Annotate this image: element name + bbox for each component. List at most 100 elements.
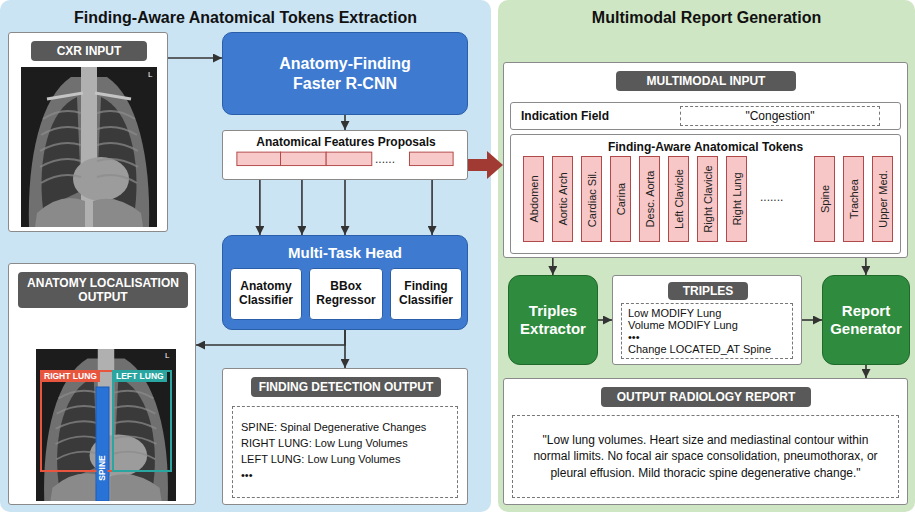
token-box: Abdomen [523,156,544,242]
flow-arrow [345,180,346,235]
connector-line [865,365,867,378]
node-text: SPINE: Spinal Degenerative Changes [241,420,426,436]
node-text: Change LOCATED_AT Spine [628,343,771,355]
flow-arrow [168,58,222,59]
token-box: Aortic Arch [552,156,573,242]
node-text: OUTPUT RADIOLOGY REPORT [601,387,811,407]
classifier-box: Anatomy Classifier [230,268,302,320]
node-text: Finding Classifier [394,280,458,308]
node-text: Indication Field [521,107,671,125]
node-text: Left Clavicle [673,169,685,229]
flow-arrow [552,258,553,275]
node-text: Abdomen [528,175,540,222]
node-text: ANATOMY LOCALISATION OUTPUT [18,272,188,308]
connector-line [344,115,346,130]
node-text: BBox Regressor [313,280,379,308]
token-box: Right Lung [726,156,747,242]
output-box: FINDING DETECTION OUTPUT SPINE: Spinal De… [222,368,468,505]
connector-line [259,180,261,235]
node-text: TRIPLES [668,282,748,300]
flow-arrow [432,180,433,235]
input-box: MULTIMODAL INPUT Indication Field "Congest… [503,62,908,258]
flow-arrow [196,330,345,345]
marker-letter: L [148,70,152,79]
node-text: Spine [819,185,831,213]
node-text: Triples Extractor [513,302,593,338]
node-text: Report Generator [827,302,905,338]
flow-arrow [865,258,866,275]
node-text: Upper Med. [877,170,889,227]
node-text: "Low lung volumes. Heart size and medias… [523,432,888,481]
extractor-box: Triples Extractor [508,275,598,365]
connector-line [301,180,303,235]
flow-arrow [802,320,822,321]
flow-arrow [345,115,346,130]
token-box: Trachea [843,156,864,242]
node-text: Right Lung [731,172,743,225]
connector-line [431,180,433,235]
node-text: FINDING DETECTION OUTPUT [251,377,441,397]
report-text: "Low lung volumes. Heart size and medias… [512,415,899,498]
node-text: Aortic Arch [557,172,569,225]
node-text: ••• [241,468,253,484]
connector-line [168,57,222,59]
node-text: LEFT LUNG: Low Lung Volumes [241,452,400,468]
output-box: OUTPUT RADIOLOGY REPORT "Low lung volumes… [503,378,908,505]
node-text: Anatomical Features Proposals [223,134,469,150]
ellipsis: ...... [375,152,395,166]
token-box: Left Clavicle [668,156,689,242]
node-text: Low MODIFY Lung [628,307,721,319]
proposal-box: Anatomical Features Proposals...... [222,130,468,180]
node-text: Desc. Aorta [644,171,656,228]
node-text: CXR INPUT [31,41,147,61]
token-box: Cardiac Sil. [581,156,602,242]
connector-line [344,180,346,235]
anatomy-tag: LEFT LUNG [113,371,167,382]
node-text: Trachea [848,179,860,219]
node-text: Right Clavicle [702,165,714,232]
anatomy-tag: SPINE [96,452,107,484]
token-box: Upper Med. [872,156,893,242]
flow-arrow [301,180,302,235]
triples-list: Low MODIFY LungVolume MODIFY Lung•••Chan… [621,303,793,359]
node-text: Cardiac Sil. [586,171,598,227]
regressor-box: BBox Regressor [309,268,383,320]
connector-line [344,330,346,368]
panel: Finding-Aware Anatomical Tokens Extracti… [0,0,491,512]
field-box: Indication Field "Congestion" [510,102,901,130]
connector-line [802,319,822,321]
node-text: "Congestion" [745,109,814,123]
node-text: ••• [628,331,640,343]
classifier-box: Finding Classifier [390,268,462,320]
node-text: Multi-Task Head [223,243,467,263]
arrow-head [487,151,503,179]
feature-arrow [468,151,503,179]
connector-line [552,258,554,275]
node-text: RIGHT LUNG: Low Lung Volumes [241,436,408,452]
node-text: Finding-Aware Anatomical Tokens [511,139,900,155]
connector-line [865,258,867,275]
model-box: Anatomy-Finding Faster R-CNN [222,32,468,115]
token-box: Spine [814,156,835,242]
token-group: Finding-Aware Anatomical TokensAbdomen Ao… [510,134,901,254]
connector-line [598,319,612,321]
token-box: Desc. Aorta [639,156,660,242]
node-text: Carina [615,183,627,215]
node-text: MULTIMODAL INPUT [616,71,796,91]
connector-line [468,159,488,171]
connector-line [196,330,345,345]
field-value: "Congestion" [680,106,880,126]
marker-letter: L [165,351,169,360]
output-box: ANATOMY LOCALISATION OUTPUT RIGHT LUNG LEF… [8,263,196,505]
head-box: Multi-Task HeadAnatomy Classifier BBox Re… [222,235,468,330]
input-box: CXR INPUTL [8,32,168,232]
token-box: Right Clavicle [697,156,718,242]
flow-arrow [259,180,260,235]
node-text: Volume MODIFY Lung [628,319,738,331]
flow-arrow [866,365,867,378]
anatomy-tag: RIGHT LUNG [41,371,100,382]
node-text: Finding-Aware Anatomical Tokens Extracti… [0,6,491,30]
node-text: Anatomy-Finding Faster R-CNN [263,54,427,94]
ellipsis: ....... [760,190,783,204]
